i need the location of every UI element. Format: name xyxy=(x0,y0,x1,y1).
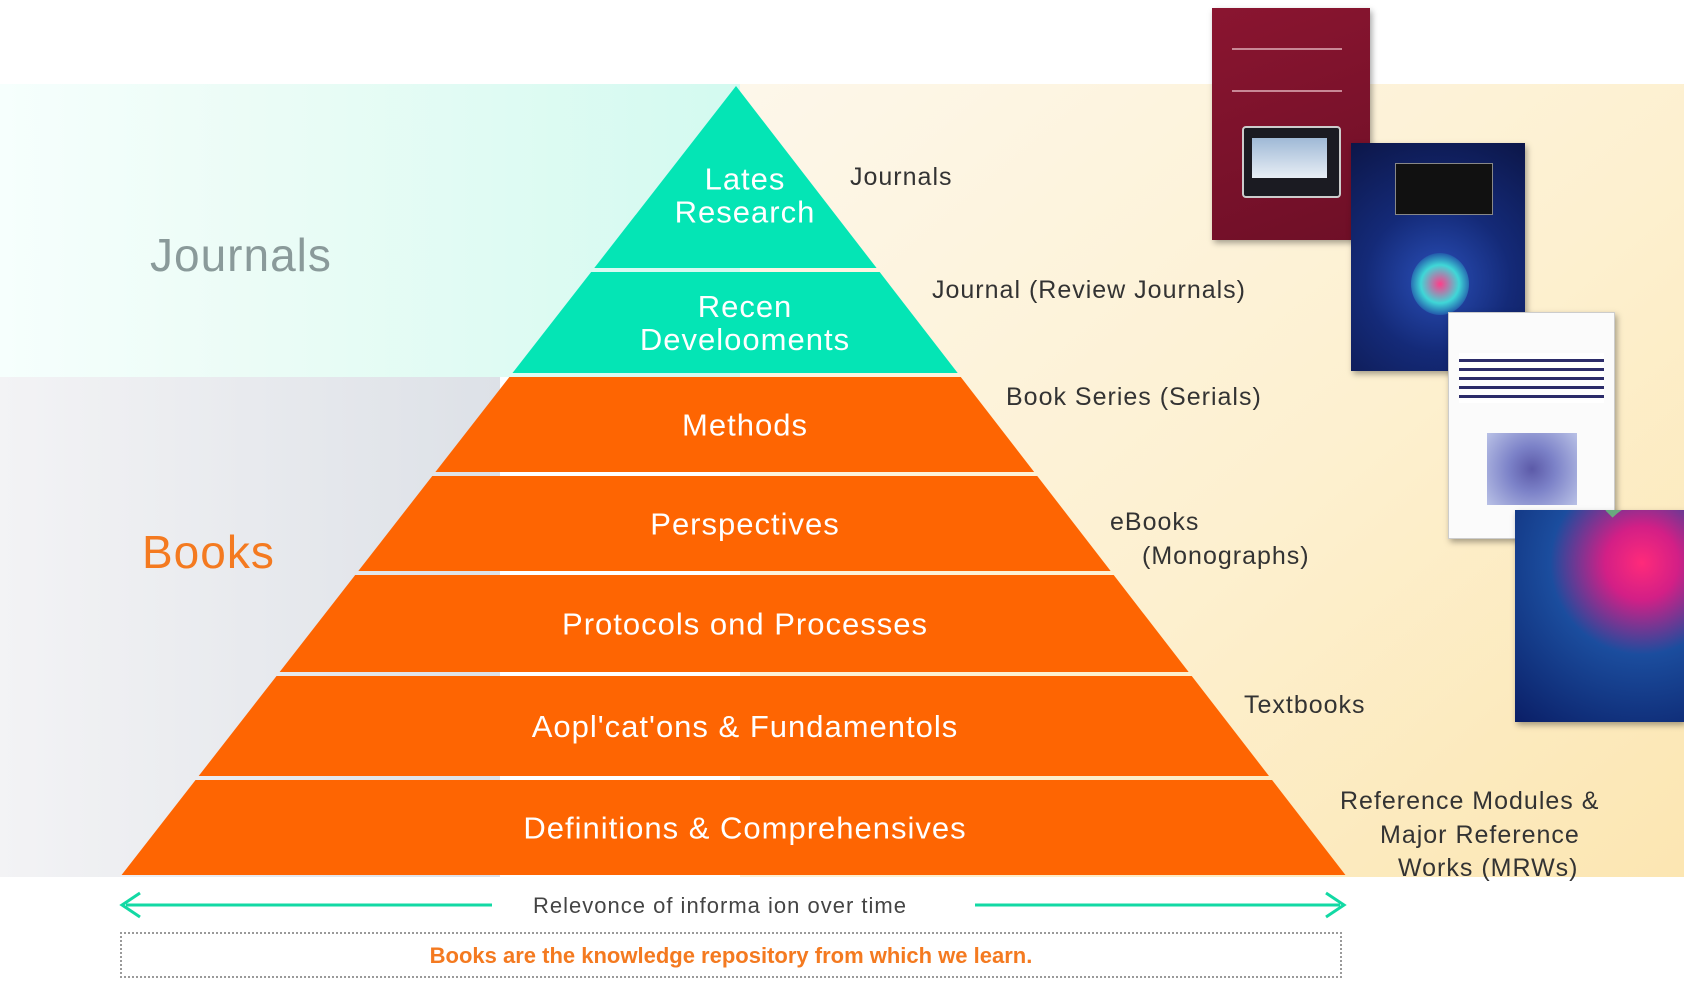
journal-cover-image xyxy=(1212,8,1370,240)
pyramid-tier-5-label: Protocols ond Processes xyxy=(562,607,928,642)
pyramid-tier-6-label: Aopl'cat'ons & Fundamentols xyxy=(532,709,959,744)
footer-callout: Books are the knowledge repository from … xyxy=(120,932,1342,978)
books-side-label: Books xyxy=(142,526,275,578)
format-label-major-reference: Major Reference xyxy=(1380,821,1580,849)
book-series-cover-image xyxy=(1448,312,1615,539)
pyramid-tier-7-label: Definitions & Comprehensives xyxy=(523,811,966,846)
footer-text: Books are the knowledge repository from … xyxy=(429,943,1033,968)
pyramid-tier-1-label: Research xyxy=(675,195,816,230)
cell-biology-cover-image xyxy=(1351,143,1525,371)
pyramid-tier-4 xyxy=(358,476,1111,571)
format-label-review-journals: Journal (Review Journals) xyxy=(932,276,1247,304)
pyramid-tier-1 xyxy=(594,86,877,268)
pyramid-tier-3 xyxy=(435,377,1035,472)
format-label-monographs: (Monographs) xyxy=(1142,542,1310,570)
format-label-journals: Journals xyxy=(850,163,953,191)
pyramid-tier-1-label: Lates xyxy=(705,162,786,197)
format-label-book-series: Book Series (Serials) xyxy=(1006,383,1262,411)
pyramid-tier-2-label: Develooments xyxy=(640,322,850,357)
reference-work-cover-image xyxy=(1515,510,1684,722)
arrow-left-head xyxy=(119,891,141,919)
pyramid-tier-7 xyxy=(121,780,1346,875)
pyramid-tier-4-label: Perspectives xyxy=(650,507,839,542)
format-label-ebooks: eBooks xyxy=(1110,508,1200,536)
pyramid-tier-6 xyxy=(198,676,1269,776)
pyramid-tier-5 xyxy=(279,575,1189,672)
arrow-right-head xyxy=(1325,891,1347,919)
pyramid-tier-3-label: Methods xyxy=(682,408,808,443)
format-label-mrws: Works (MRWs) xyxy=(1398,854,1579,882)
pyramid-tier-2 xyxy=(512,272,958,373)
format-label-reference-modules: Reference Modules & xyxy=(1340,787,1600,815)
journals-side-label: Journals xyxy=(150,229,332,281)
format-label-textbooks: Textbooks xyxy=(1244,691,1366,719)
relevance-arrow-label: Relevonce of informa ion over time xyxy=(533,893,907,918)
pyramid-tier-2-label: Recen xyxy=(698,289,793,324)
